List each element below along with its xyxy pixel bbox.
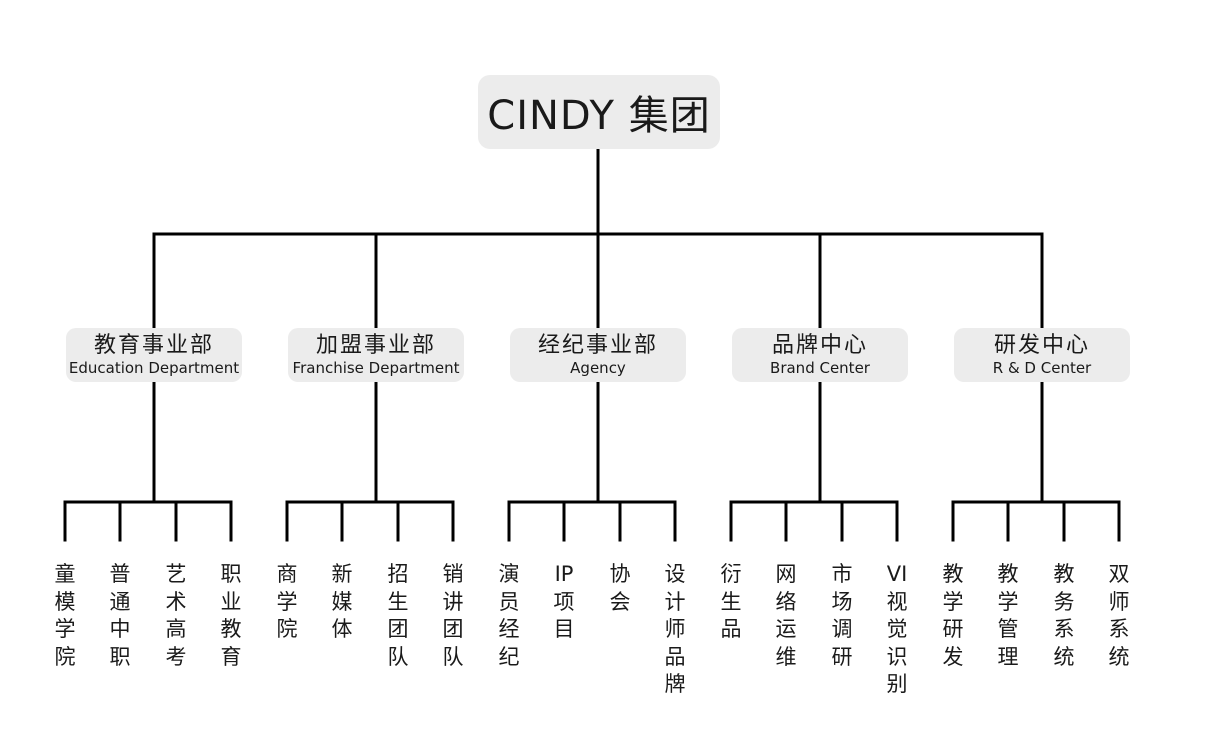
department-english-name: Franchise Department	[292, 359, 460, 377]
unit-label: 协会	[609, 562, 631, 614]
unit-label: 新媒体	[331, 562, 353, 641]
unit-label: IP项目	[553, 562, 575, 641]
unit-label: 设计师品牌	[664, 562, 686, 696]
root-node: CINDY 集团	[478, 75, 720, 149]
unit-label: 教学研发	[942, 562, 964, 669]
department-english-name: Brand Center	[770, 359, 870, 377]
unit-label: VI视觉识别	[886, 562, 908, 696]
department-name: 教育事业部	[93, 333, 214, 358]
department-name: 加盟事业部	[315, 333, 436, 358]
department-english-name: Education Department	[68, 359, 240, 377]
department-english-name: Agency	[570, 359, 626, 377]
unit-label: 网络运维	[775, 562, 797, 669]
root-label: CINDY 集团	[487, 93, 711, 139]
department-name: 研发中心	[993, 333, 1090, 358]
unit-label: 招生团队	[387, 562, 409, 669]
unit-label: 普通中职	[109, 562, 131, 669]
unit-label: 商学院	[276, 562, 298, 641]
department-name: 品牌中心	[771, 333, 868, 358]
unit-label: 演员经纪	[498, 562, 520, 669]
unit-label: 艺术高考	[165, 562, 187, 669]
unit-label: 教务系统	[1053, 562, 1075, 669]
unit-label: 衍生品	[720, 562, 742, 641]
department-name: 经纪事业部	[537, 333, 658, 358]
unit-label: 销讲团队	[442, 562, 464, 669]
unit-label: 童模学院	[54, 562, 76, 669]
unit-label: 双师系统	[1108, 562, 1130, 669]
unit-label: 职业教育	[220, 562, 242, 669]
unit-label: 市场调研	[831, 562, 853, 669]
department-english-name: R & D Center	[992, 359, 1092, 377]
unit-label: 教学管理	[997, 562, 1019, 669]
